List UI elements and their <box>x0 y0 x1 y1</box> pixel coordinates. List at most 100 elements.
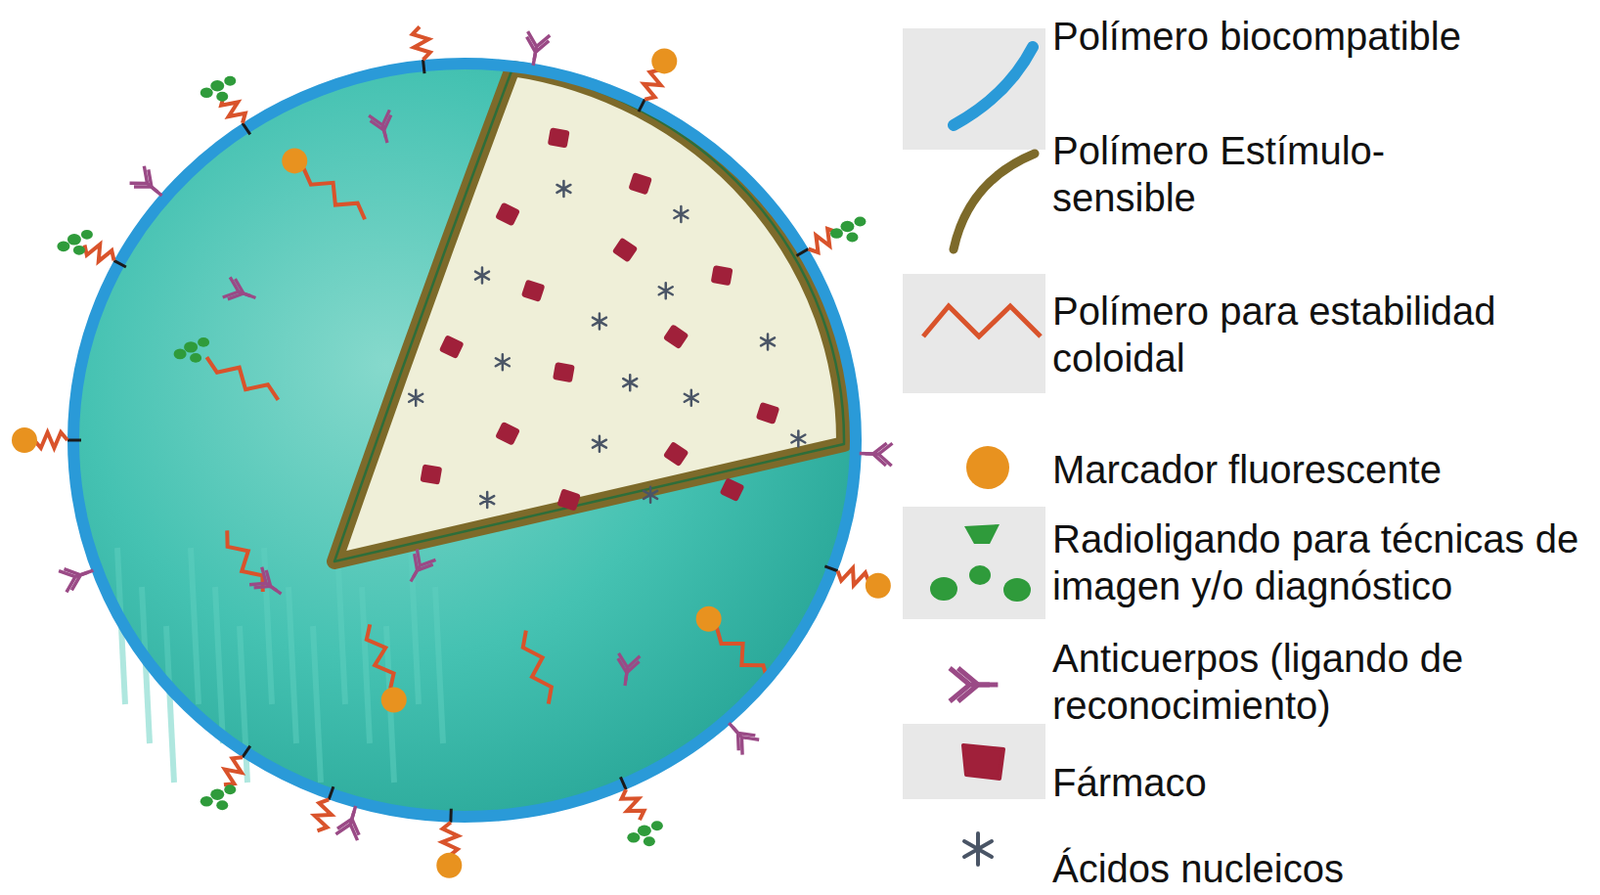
colloidal-polymer-sample <box>923 306 1041 337</box>
anchor-segment <box>423 59 425 74</box>
nucleic-acid-star <box>964 833 992 865</box>
drug <box>419 463 443 485</box>
antibody <box>368 109 399 146</box>
antibody-line <box>403 548 436 582</box>
radioligand-blob <box>853 217 866 227</box>
colloidal-polymer-chain <box>442 822 458 856</box>
texture-stroke <box>166 625 175 783</box>
radioligand <box>830 217 867 243</box>
radioligand-blob <box>200 796 214 807</box>
radioligand-blob <box>930 577 958 601</box>
anchor-segment <box>242 123 251 135</box>
legend-label: Fármaco <box>1052 758 1597 806</box>
antibody <box>400 548 436 587</box>
radioligand-blob <box>845 232 858 243</box>
texture-stroke <box>190 547 199 705</box>
antibody <box>130 166 170 205</box>
surface-ligands <box>174 109 768 712</box>
fluorescent-marker <box>281 147 308 174</box>
texture-stroke <box>435 586 444 744</box>
texture-stroke <box>312 625 321 783</box>
antibody-line <box>249 567 283 600</box>
nucleic-acid <box>659 282 673 299</box>
fluorescent-marker <box>381 686 407 712</box>
drug <box>711 265 734 286</box>
texture-stroke <box>288 586 297 744</box>
antibody-line <box>949 667 990 702</box>
biocompatible-polymer-sample <box>953 46 1033 126</box>
radioligand <box>200 76 237 102</box>
drug <box>521 279 546 303</box>
anchor-segment <box>242 746 251 758</box>
nucleic-acid <box>684 390 699 406</box>
anchor-segment <box>448 808 452 823</box>
radioligand-blob <box>67 233 82 245</box>
texture-stroke <box>361 586 370 744</box>
exterior-ligands <box>11 26 892 878</box>
drug <box>719 477 746 502</box>
nucleic-acid <box>622 374 637 391</box>
drug <box>439 334 465 359</box>
fluorescent-marker <box>865 573 891 599</box>
radioligand-blob <box>969 565 991 585</box>
radioligand-blob <box>197 337 210 348</box>
radioligand-blob <box>1003 577 1031 602</box>
nucleic-acid-sample <box>964 833 992 865</box>
anchor-segment <box>328 786 334 800</box>
biocompatible-polymer-rim <box>73 63 856 817</box>
fluorescent-marker <box>696 606 722 632</box>
colloidal-polymer-chain <box>412 26 431 60</box>
antibody-line <box>58 561 92 592</box>
antibody-line <box>724 719 760 756</box>
fluorescent-marker <box>651 47 677 74</box>
nucleic-acid <box>480 491 494 508</box>
drug <box>627 172 653 195</box>
nucleic-acid <box>791 430 805 446</box>
nucleic-acid <box>475 267 489 284</box>
particle-body <box>73 63 856 817</box>
legend-label: Ácidos nucleicos <box>1052 844 1597 892</box>
anchor-segment <box>824 566 838 572</box>
radioligand-blob <box>183 341 198 353</box>
legend-label: Polímero biocompatible <box>1052 12 1597 60</box>
radioligand-blob <box>210 80 224 91</box>
radioligand-blob <box>840 221 854 232</box>
nucleic-acid <box>592 436 607 452</box>
drug <box>494 202 521 227</box>
legend-label: Polímero Estímulo-sensible <box>1052 127 1424 222</box>
colloidal-polymer-chain <box>314 799 332 831</box>
colloidal-polymer-chain <box>523 630 552 705</box>
radioligand <box>56 229 93 256</box>
radioligand-blob <box>210 789 224 800</box>
legend-label: Anticuerpos (ligando de reconocimiento) <box>1052 634 1512 729</box>
anchor-segment <box>114 260 127 267</box>
radioligand-blob <box>223 784 236 795</box>
radioligand-blob <box>174 349 187 360</box>
radioligand-sample <box>930 524 1031 602</box>
colloidal-polymer-chain <box>622 789 645 820</box>
fluorescent-marker <box>11 427 38 453</box>
radioligand-blob <box>73 245 86 256</box>
nucleic-acid <box>408 390 423 406</box>
nanoparticle <box>11 26 892 878</box>
radioligand-blob <box>216 91 228 102</box>
colloidal-polymer-chain <box>838 568 870 585</box>
legend-label: Polímero para estabilidad coloidal <box>1052 287 1542 382</box>
drug <box>547 127 571 148</box>
antibody <box>335 802 366 841</box>
nucleic-acid <box>643 487 658 503</box>
radioligand-blob <box>964 524 1000 544</box>
swatch-box <box>902 273 1046 394</box>
drug <box>755 401 781 425</box>
nucleic-acid <box>673 206 688 223</box>
antibody <box>858 442 892 466</box>
nucleic-acid <box>495 354 510 370</box>
anchor-segment <box>796 249 808 257</box>
antibody-line <box>864 442 892 466</box>
antibody-line <box>523 31 550 62</box>
nucleic-acid <box>760 333 775 350</box>
radioligand <box>626 820 664 846</box>
swatch-box <box>902 28 1046 150</box>
radioligand-blob <box>81 229 93 240</box>
